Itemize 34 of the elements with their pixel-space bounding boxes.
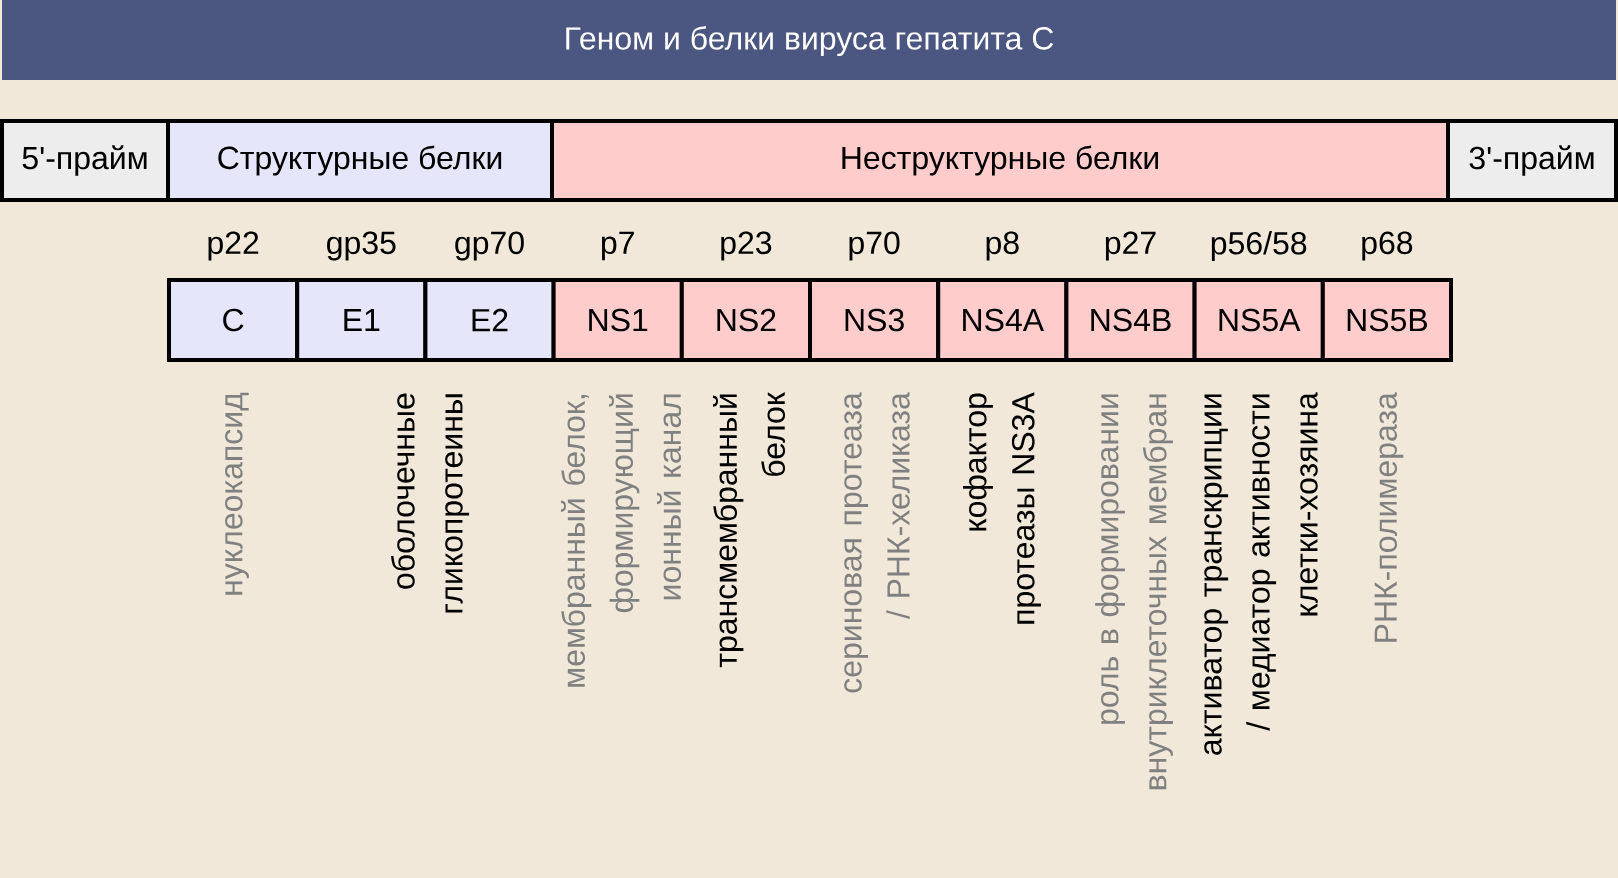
genome-region-box: Неструктурные белки xyxy=(550,119,1450,202)
protein-box: NS5B xyxy=(1320,278,1453,362)
protein-box: E1 xyxy=(295,278,428,362)
function-label: трансмембранный белок xyxy=(713,392,786,668)
protein-box: E2 xyxy=(423,278,556,362)
function-label: кофактор протеазы NS3A xyxy=(963,392,1041,624)
mass-label: p8 xyxy=(986,231,1019,261)
protein-box: NS4B xyxy=(1064,278,1197,362)
mass-label: p7 xyxy=(601,231,634,261)
function-label: оболочечные гликопротеины xyxy=(390,393,470,613)
genome-region-box: 3'-прайм xyxy=(1446,119,1618,202)
protein-box: NS5A xyxy=(1192,278,1325,362)
mass-label: p56/58 xyxy=(1211,231,1307,261)
protein-box: NS4A xyxy=(936,278,1069,362)
mass-label: p70 xyxy=(849,231,900,261)
function-label: нуклеокапсид xyxy=(225,392,249,595)
genome-region-box: 5'-прайм xyxy=(0,119,170,202)
mass-label: p27 xyxy=(1105,231,1156,261)
mass-label: gp70 xyxy=(455,231,524,261)
protein-box: NS2 xyxy=(679,278,812,362)
function-label: РНК-полимераза xyxy=(1374,392,1404,642)
function-label: сериновая протеаза / РНК-хеликаза xyxy=(844,392,910,693)
function-label: роль в формировании внутриклеточных мембран xyxy=(1095,394,1173,790)
function-label: мембранный белок, формирующий ионный канал xyxy=(561,394,682,687)
mass-label: p23 xyxy=(721,231,772,261)
mass-label: gp35 xyxy=(327,231,396,261)
protein-box: NS1 xyxy=(551,278,684,362)
protein-box: C xyxy=(167,278,300,362)
function-label: активатор транскрипции / медиатор активности клетки-хозяина xyxy=(1204,392,1318,755)
title-bar: Геном и белки вируса гепатита C xyxy=(2,0,1616,80)
mass-label: p22 xyxy=(208,231,259,261)
mass-label: p68 xyxy=(1362,231,1413,261)
protein-box: NS3 xyxy=(808,278,941,362)
genome-region-box: Структурные белки xyxy=(166,119,554,202)
